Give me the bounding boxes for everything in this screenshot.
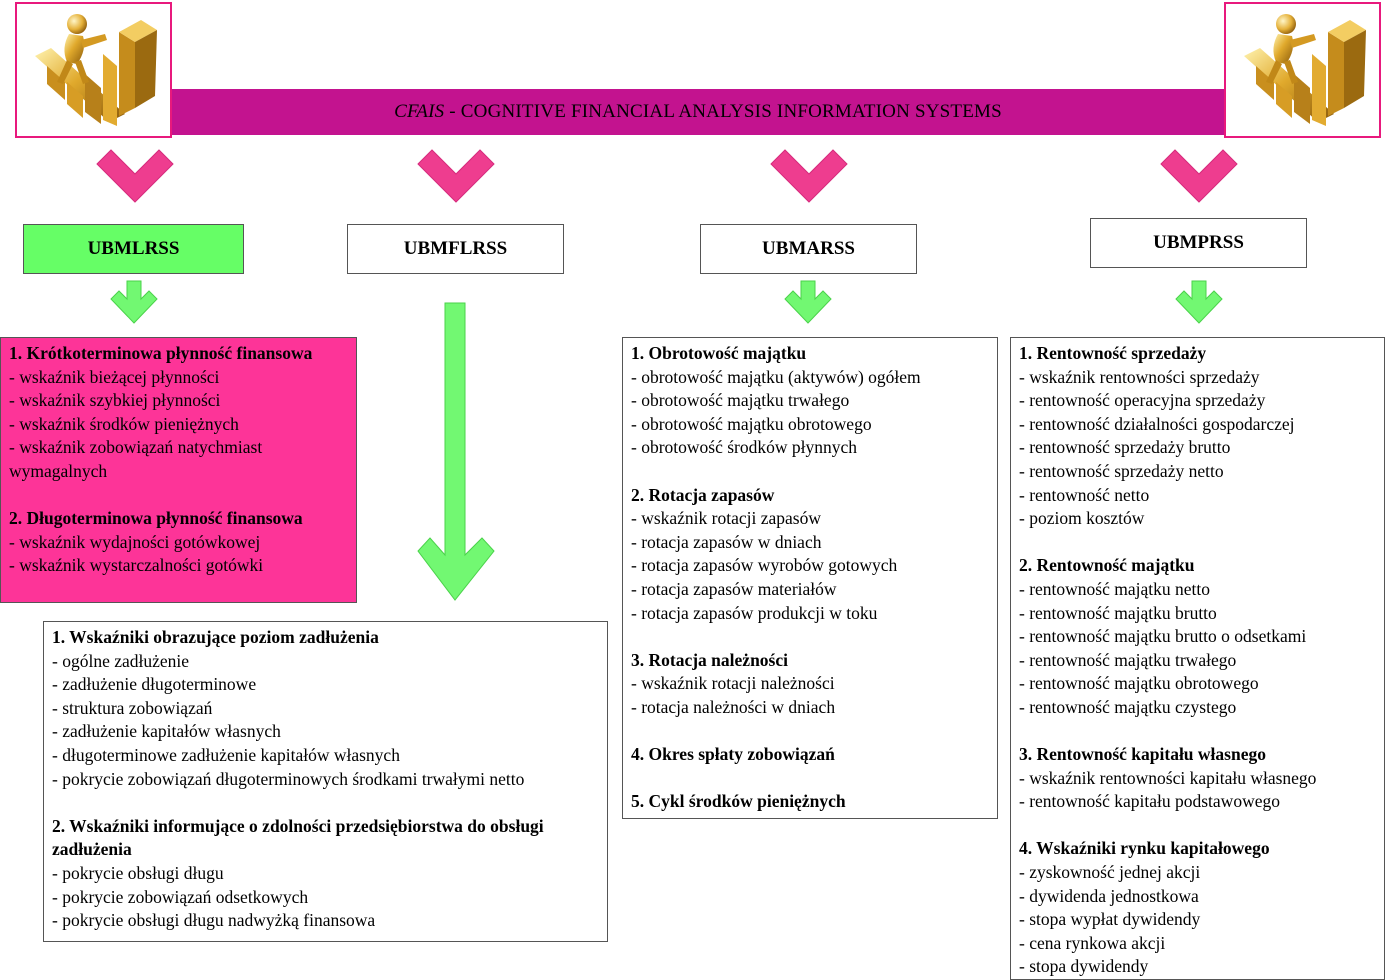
list-item: - rentowność majątku netto [1019,578,1210,599]
list-item: - rentowność sprzedaży netto [1019,460,1224,481]
list-item: - wskaźnik szybkiej płynności [9,390,221,411]
section-title: 2. Rotacja zapasów [631,484,775,505]
list-item: - rentowność majątku brutto o odsetkami [1019,626,1307,647]
list-item: - rotacja zapasów w dniach [631,531,822,552]
section-title: 4. Okres spłaty zobowiązań [631,744,835,765]
panel-activity: 1. Obrotowość majątku - obrotowość mająt… [622,337,998,819]
list-item: - wskaźnik środków pieniężnych [9,413,239,434]
list-item: - wskaźnik rentowności kapitału własnego [1019,767,1317,788]
list-item: - wskaźnik rentowności sprzedaży [1019,366,1260,387]
banner-title-acronym: CFAIS [394,101,445,122]
list-item: - zadłużenie kapitałów własnych [52,721,281,742]
system-box-ubmlrss: UBMLRSS [23,224,244,274]
list-item: - długoterminowe zadłużenie kapitałów wł… [52,744,400,765]
green-long-arrow-down-icon [417,302,495,601]
section-title: 1. Krótkoterminowa płynność finansowa [9,343,313,363]
section-title: 3. Rentowność kapitału własnego [1019,744,1266,765]
list-item: - struktura zobowiązań [52,697,213,718]
list-item: - rentowność operacyjna sprzedaży [1019,390,1266,411]
list-item: - wskaźnik wydajności gotówkowej [9,531,261,552]
pink-arrow-down-icon [770,149,848,203]
list-item: - wskaźnik zobowiązań natychmiast wymaga… [9,437,263,481]
system-label: UBMPRSS [1153,232,1244,253]
list-item: - wskaźnik rotacji należności [631,673,835,694]
panel-profitability: 1. Rentowność sprzedaży - wskaźnik rento… [1010,337,1385,980]
list-item: - pokrycie zobowiązań odsetkowych [52,886,309,907]
pink-arrow-down-icon [417,149,495,203]
list-item: - rentowność majątku czystego [1019,696,1237,717]
list-item: - rentowność majątku trwałego [1019,649,1237,670]
section-title: 5. Cykl środków pieniężnych [631,791,846,812]
section-title: 1. Wskaźniki obrazujące poziom zadłużeni… [52,627,379,647]
list-item: - poziom kosztów [1019,508,1145,529]
green-arrow-down-icon [110,280,158,324]
section-title: 1. Obrotowość majątku [631,343,807,363]
list-item: - pokrycie obsługi długu nadwyżką finans… [52,910,376,931]
list-item: - stopa dywidendy [1019,956,1149,977]
list-item: - pokrycie obsługi długu [52,862,224,883]
list-item: - obrotowość majątku trwałego [631,390,850,411]
list-item: - rentowność majątku brutto [1019,602,1217,623]
system-box-ubmflrss: UBMFLRSS [347,224,564,274]
banner-title-text: - COGNITIVE FINANCIAL ANALYSIS INFORMATI… [444,101,1002,122]
list-item: - rotacja zapasów wyrobów gotowych [631,555,898,576]
list-item: - rotacja należności w dniach [631,696,836,717]
list-item: - rentowność sprzedaży brutto [1019,437,1231,458]
panel-liquidity: 1. Krótkoterminowa płynność finansowa - … [0,337,357,603]
list-item: - stopa wypłat dywidendy [1019,909,1201,930]
panel-debt: 1. Wskaźniki obrazujące poziom zadłużeni… [43,621,608,942]
gold-figure-pushing-chart-icon [35,14,157,126]
banner-title: CFAIS - COGNITIVE FINANCIAL ANALYSIS INF… [394,101,1002,123]
gold-figure-pushing-chart-icon [1244,14,1366,126]
list-item: - ogólne zadłużenie [52,650,190,671]
list-item: - pokrycie zobowiązań długoterminowych ś… [52,768,525,789]
section-title: 2. Wskaźniki informujące o zdolności prz… [52,815,544,860]
list-item: - rentowność netto [1019,484,1150,505]
list-item: - rotacja zapasów produkcji w toku [631,602,878,623]
list-item: - dywidenda jednostkowa [1019,885,1199,906]
section-title: 3. Rotacja należności [631,649,788,670]
pink-arrow-down-icon [96,149,174,203]
list-item: - rentowność kapitału podstawowego [1019,791,1280,812]
system-box-ubmprss: UBMPRSS [1090,218,1307,268]
list-item: - rentowność działalności gospodarczej [1019,413,1295,434]
list-item: - cena rynkowa akcji [1019,932,1166,953]
section-title: 1. Rentowność sprzedaży [1019,343,1207,363]
section-title: 2. Rentowność majątku [1019,555,1195,576]
green-arrow-down-icon [1175,280,1223,324]
list-item: - rentowność majątku obrotowego [1019,673,1259,694]
list-item: - rotacja zapasów materiałów [631,578,837,599]
system-box-ubmarss: UBMARSS [700,224,917,274]
list-item: - obrotowość majątku obrotowego [631,413,872,434]
system-label: UBMLRSS [87,238,180,259]
list-item: - zyskowność jednej akcji [1019,862,1201,883]
list-item: - wskaźnik wystarczalności gotówki [9,555,264,576]
list-item: - zadłużenie długoterminowe [52,674,257,695]
pink-arrow-down-icon [1160,149,1238,203]
system-label: UBMFLRSS [403,238,508,259]
logo-left [15,2,172,138]
logo-right [1224,2,1381,138]
list-item: - obrotowość środków płynnych [631,437,858,458]
title-banner: CFAIS - COGNITIVE FINANCIAL ANALYSIS INF… [168,89,1228,135]
system-label: UBMARSS [762,238,855,259]
green-arrow-down-icon [784,280,832,324]
list-item: - wskaźnik rotacji zapasów [631,508,821,529]
list-item: - obrotowość majątku (aktywów) ogółem [631,366,921,387]
section-title: 2. Długoterminowa płynność finansowa [9,508,303,529]
section-title: 4. Wskaźniki rynku kapitałowego [1019,838,1270,859]
list-item: - wskaźnik bieżącej płynności [9,366,220,387]
